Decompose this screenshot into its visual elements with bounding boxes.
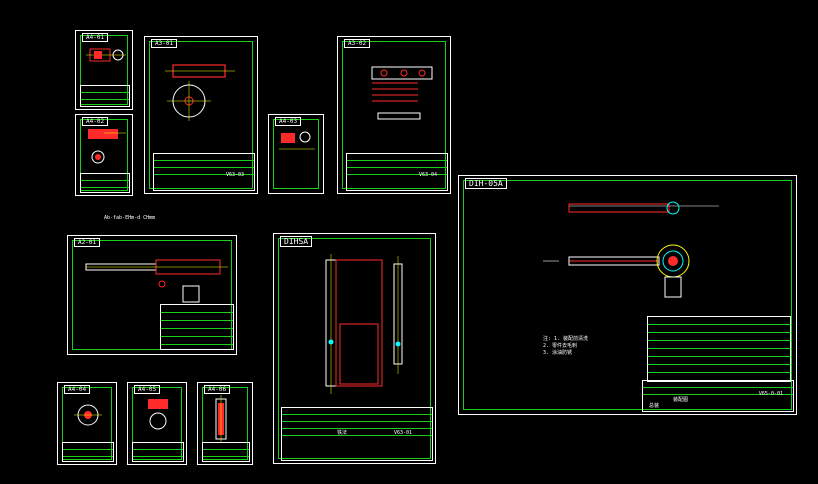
title-block xyxy=(80,85,130,107)
sheet-tag: A4-06 xyxy=(204,385,231,394)
block-sub: 总装 xyxy=(649,403,660,409)
tech-notes: 注: 1. 装配前清洗 2. 零件去毛刺 3. 涂油防锈 xyxy=(543,336,588,357)
title-block: V63-03 xyxy=(153,153,255,191)
title-block: 铁法 V63-01 xyxy=(281,407,433,461)
sheet-tag: A4-05 xyxy=(134,385,161,394)
part-drawing xyxy=(85,259,228,303)
part-drawing xyxy=(279,131,315,150)
sheet-tag: DIH-05A xyxy=(465,178,507,189)
part-drawing xyxy=(325,254,403,394)
sheet-tag: A2-01 xyxy=(74,238,101,247)
part-drawing xyxy=(88,129,126,164)
block-label: 铁法 xyxy=(337,430,348,436)
parts-list xyxy=(647,316,791,382)
part-drawing xyxy=(165,64,235,121)
title-block-text: V65-0-01 xyxy=(758,391,783,397)
drawing-sheet-i[interactable]: A4-04 xyxy=(57,382,117,465)
tech-note: 注: 1. 装配前清洗 xyxy=(543,336,589,342)
drawing-sheet-g[interactable]: DIHSA 铁法 V63-01 xyxy=(273,233,436,464)
drawing-sheet-e[interactable]: A3-02 V63-04 xyxy=(337,36,451,194)
title-block-text: V63-01 xyxy=(393,430,412,436)
title-block-text: V63-04 xyxy=(418,172,437,178)
part-drawing xyxy=(74,404,102,426)
drawing-sheet-a[interactable]: A4-01 xyxy=(75,30,133,110)
drawing-sheet-k[interactable]: A4-06 xyxy=(197,382,253,465)
drawing-sheet-d[interactable]: A4-03 xyxy=(268,114,324,194)
part-drawing xyxy=(86,48,126,62)
title-block xyxy=(132,442,184,462)
drawing-sheet-h[interactable]: DIH-05A 注: 1. 装配前清洗 2. 零件去毛刺 3. 涂油防锈 装配图… xyxy=(458,175,797,415)
title-block: V63-04 xyxy=(346,153,448,191)
tech-note: 3. 涂油防锈 xyxy=(543,350,573,356)
tech-note: 2. 零件去毛刺 xyxy=(543,343,578,349)
drawing-sheet-c[interactable]: A3-01 V63-03 xyxy=(144,36,258,194)
part-drawing xyxy=(215,395,227,443)
drawing-sheet-f[interactable]: A2-01 xyxy=(67,235,237,355)
title-block xyxy=(202,442,250,462)
title-block xyxy=(80,173,130,193)
part-drawing xyxy=(371,66,433,120)
drawing-sheet-j[interactable]: A4-05 xyxy=(127,382,187,465)
sheet-tag: A4-02 xyxy=(82,117,109,126)
sheet-tag: A4-01 xyxy=(82,33,109,42)
drawing-sheet-b[interactable]: A4-02 xyxy=(75,114,133,196)
sheet-tag: A3-02 xyxy=(344,39,371,48)
sheet-tag: DIHSA xyxy=(280,236,313,247)
part-drawing xyxy=(148,399,168,430)
assembly-drawing xyxy=(543,201,719,298)
title-block xyxy=(62,442,114,462)
title-block: 装配图 V65-0-01 总装 xyxy=(642,380,794,412)
sheet-tag: A4-04 xyxy=(64,385,91,394)
parts-list xyxy=(160,304,234,350)
floating-caption: Ab-fab-EHm-d CHmm xyxy=(104,215,156,221)
block-label: 装配图 xyxy=(673,397,689,403)
sheet-tag: A4-03 xyxy=(275,117,302,126)
sheet-tag: A3-01 xyxy=(151,39,178,48)
title-block-text: V63-03 xyxy=(225,172,244,178)
